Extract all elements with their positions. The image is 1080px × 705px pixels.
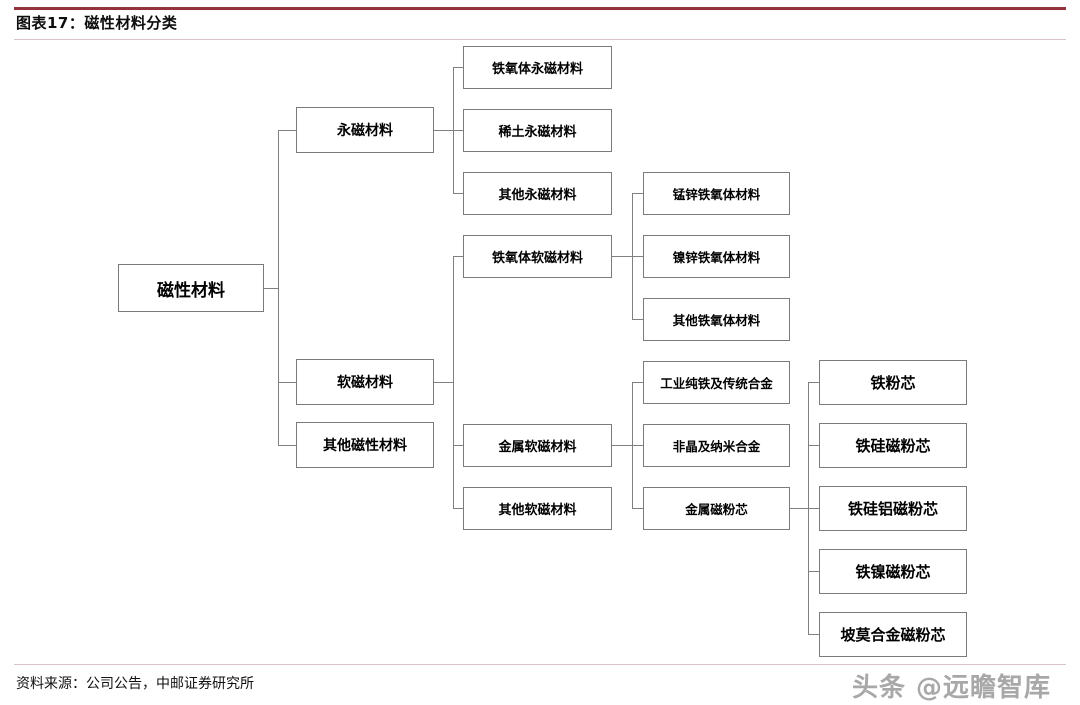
node-label: 坡莫合金磁粉芯 (840, 626, 946, 644)
edge-metal-stub (612, 445, 632, 446)
edge-soft-stub (434, 382, 453, 383)
edge-metal-c3 (632, 508, 643, 509)
node-label: 铁氧体软磁材料 (491, 251, 583, 266)
edge-powder-c5 (808, 634, 819, 635)
node-label: 金属软磁材料 (498, 440, 577, 455)
node-feni-powder-core[interactable]: 铁镍磁粉芯 (819, 549, 967, 594)
page-title: 图表17：磁性材料分类 (16, 14, 178, 32)
classification-tree-diagram: 磁性材料 永磁材料 软磁材料 其他磁性材料 铁氧体永磁材料 稀土永磁材料 其他永… (0, 42, 1080, 662)
node-label: 磁性材料 (157, 280, 225, 301)
node-amorphous-and-nanocrystalline-alloy[interactable]: 非晶及纳米合金 (643, 424, 790, 467)
header-rule-bottom (14, 39, 1066, 40)
node-label: 铁氧体永磁材料 (491, 62, 583, 77)
node-root-magnetic-materials[interactable]: 磁性材料 (118, 264, 264, 312)
node-iron-powder-core[interactable]: 铁粉芯 (819, 360, 967, 405)
node-ferrite-soft-magnetic-material[interactable]: 铁氧体软磁材料 (463, 235, 612, 278)
node-other-ferrite-material[interactable]: 其他铁氧体材料 (643, 298, 790, 341)
edge-soft-c1 (453, 256, 463, 257)
node-fesial-powder-core[interactable]: 铁硅铝磁粉芯 (819, 486, 967, 531)
node-label: 其他软磁材料 (498, 503, 577, 518)
node-industrial-pure-iron-and-traditional-alloy[interactable]: 工业纯铁及传统合金 (643, 361, 790, 404)
node-label: 非晶及纳米合金 (672, 439, 761, 454)
edge-root-stub (264, 288, 278, 289)
node-mnzn-ferrite-material[interactable]: 锰锌铁氧体材料 (643, 172, 790, 215)
node-label: 铁硅磁粉芯 (855, 437, 931, 455)
edge-ferrite-c3 (632, 319, 643, 320)
edge-powder-c4 (808, 571, 819, 572)
node-label: 铁硅铝磁粉芯 (847, 500, 938, 518)
edge-powder-c3 (808, 508, 819, 509)
node-label: 其他永磁材料 (498, 188, 577, 203)
node-other-permanent-magnet-material[interactable]: 其他永磁材料 (463, 172, 612, 215)
node-nizn-ferrite-material[interactable]: 镍锌铁氧体材料 (643, 235, 790, 278)
node-label: 工业纯铁及传统合金 (660, 376, 773, 391)
edge-soft-c3 (453, 508, 463, 509)
node-metal-soft-magnetic-material[interactable]: 金属软磁材料 (463, 424, 612, 467)
node-other-magnetic-materials[interactable]: 其他磁性材料 (296, 422, 434, 468)
node-permanent-magnet-materials[interactable]: 永磁材料 (296, 107, 434, 153)
header-rule-top (14, 7, 1066, 10)
edge-to-perm (278, 130, 296, 131)
edge-trunk-level2 (278, 130, 279, 446)
edge-powder-c2 (808, 445, 819, 446)
edge-ferrite-stub (612, 256, 632, 257)
edge-soft-c2 (453, 445, 463, 446)
node-rare-earth-permanent-magnet-material[interactable]: 稀土永磁材料 (463, 109, 612, 152)
edge-ferrite-c1 (632, 193, 643, 194)
node-label: 其他铁氧体材料 (672, 313, 761, 328)
edge-perm-c1 (453, 67, 463, 68)
footer-rule (14, 664, 1066, 665)
node-label: 铁镍磁粉芯 (855, 563, 931, 581)
edge-powder-stub (790, 508, 808, 509)
node-label: 永磁材料 (337, 123, 393, 139)
edge-ferrite-c2 (632, 256, 643, 257)
source-note: 资料来源：公司公告，中邮证券研究所 (16, 676, 254, 692)
node-permalloy-powder-core[interactable]: 坡莫合金磁粉芯 (819, 612, 967, 657)
node-fesi-powder-core[interactable]: 铁硅磁粉芯 (819, 423, 967, 468)
edge-to-other-magnetic (278, 445, 296, 446)
node-ferrite-permanent-magnet-material[interactable]: 铁氧体永磁材料 (463, 46, 612, 89)
node-label: 稀土永磁材料 (498, 125, 577, 140)
node-label: 金属磁粉芯 (685, 502, 748, 517)
edge-powder-c1 (808, 382, 819, 383)
edge-perm-stub (434, 130, 453, 131)
watermark-label: 头条 @远瞻智库 (852, 673, 1052, 703)
node-label: 其他磁性材料 (323, 438, 407, 454)
edge-metal-c1 (632, 382, 643, 383)
edge-perm-c2 (453, 130, 463, 131)
edge-to-soft (278, 382, 296, 383)
edge-metal-c2 (632, 445, 643, 446)
node-metal-magnetic-powder-core[interactable]: 金属磁粉芯 (643, 487, 790, 530)
edge-trunk-soft (453, 256, 454, 508)
edge-perm-c3 (453, 193, 463, 194)
node-other-soft-magnetic-material[interactable]: 其他软磁材料 (463, 487, 612, 530)
node-label: 锰锌铁氧体材料 (672, 187, 761, 202)
node-soft-magnetic-materials[interactable]: 软磁材料 (296, 359, 434, 405)
node-label: 软磁材料 (337, 375, 393, 391)
node-label: 铁粉芯 (870, 374, 916, 392)
node-label: 镍锌铁氧体材料 (672, 250, 761, 265)
